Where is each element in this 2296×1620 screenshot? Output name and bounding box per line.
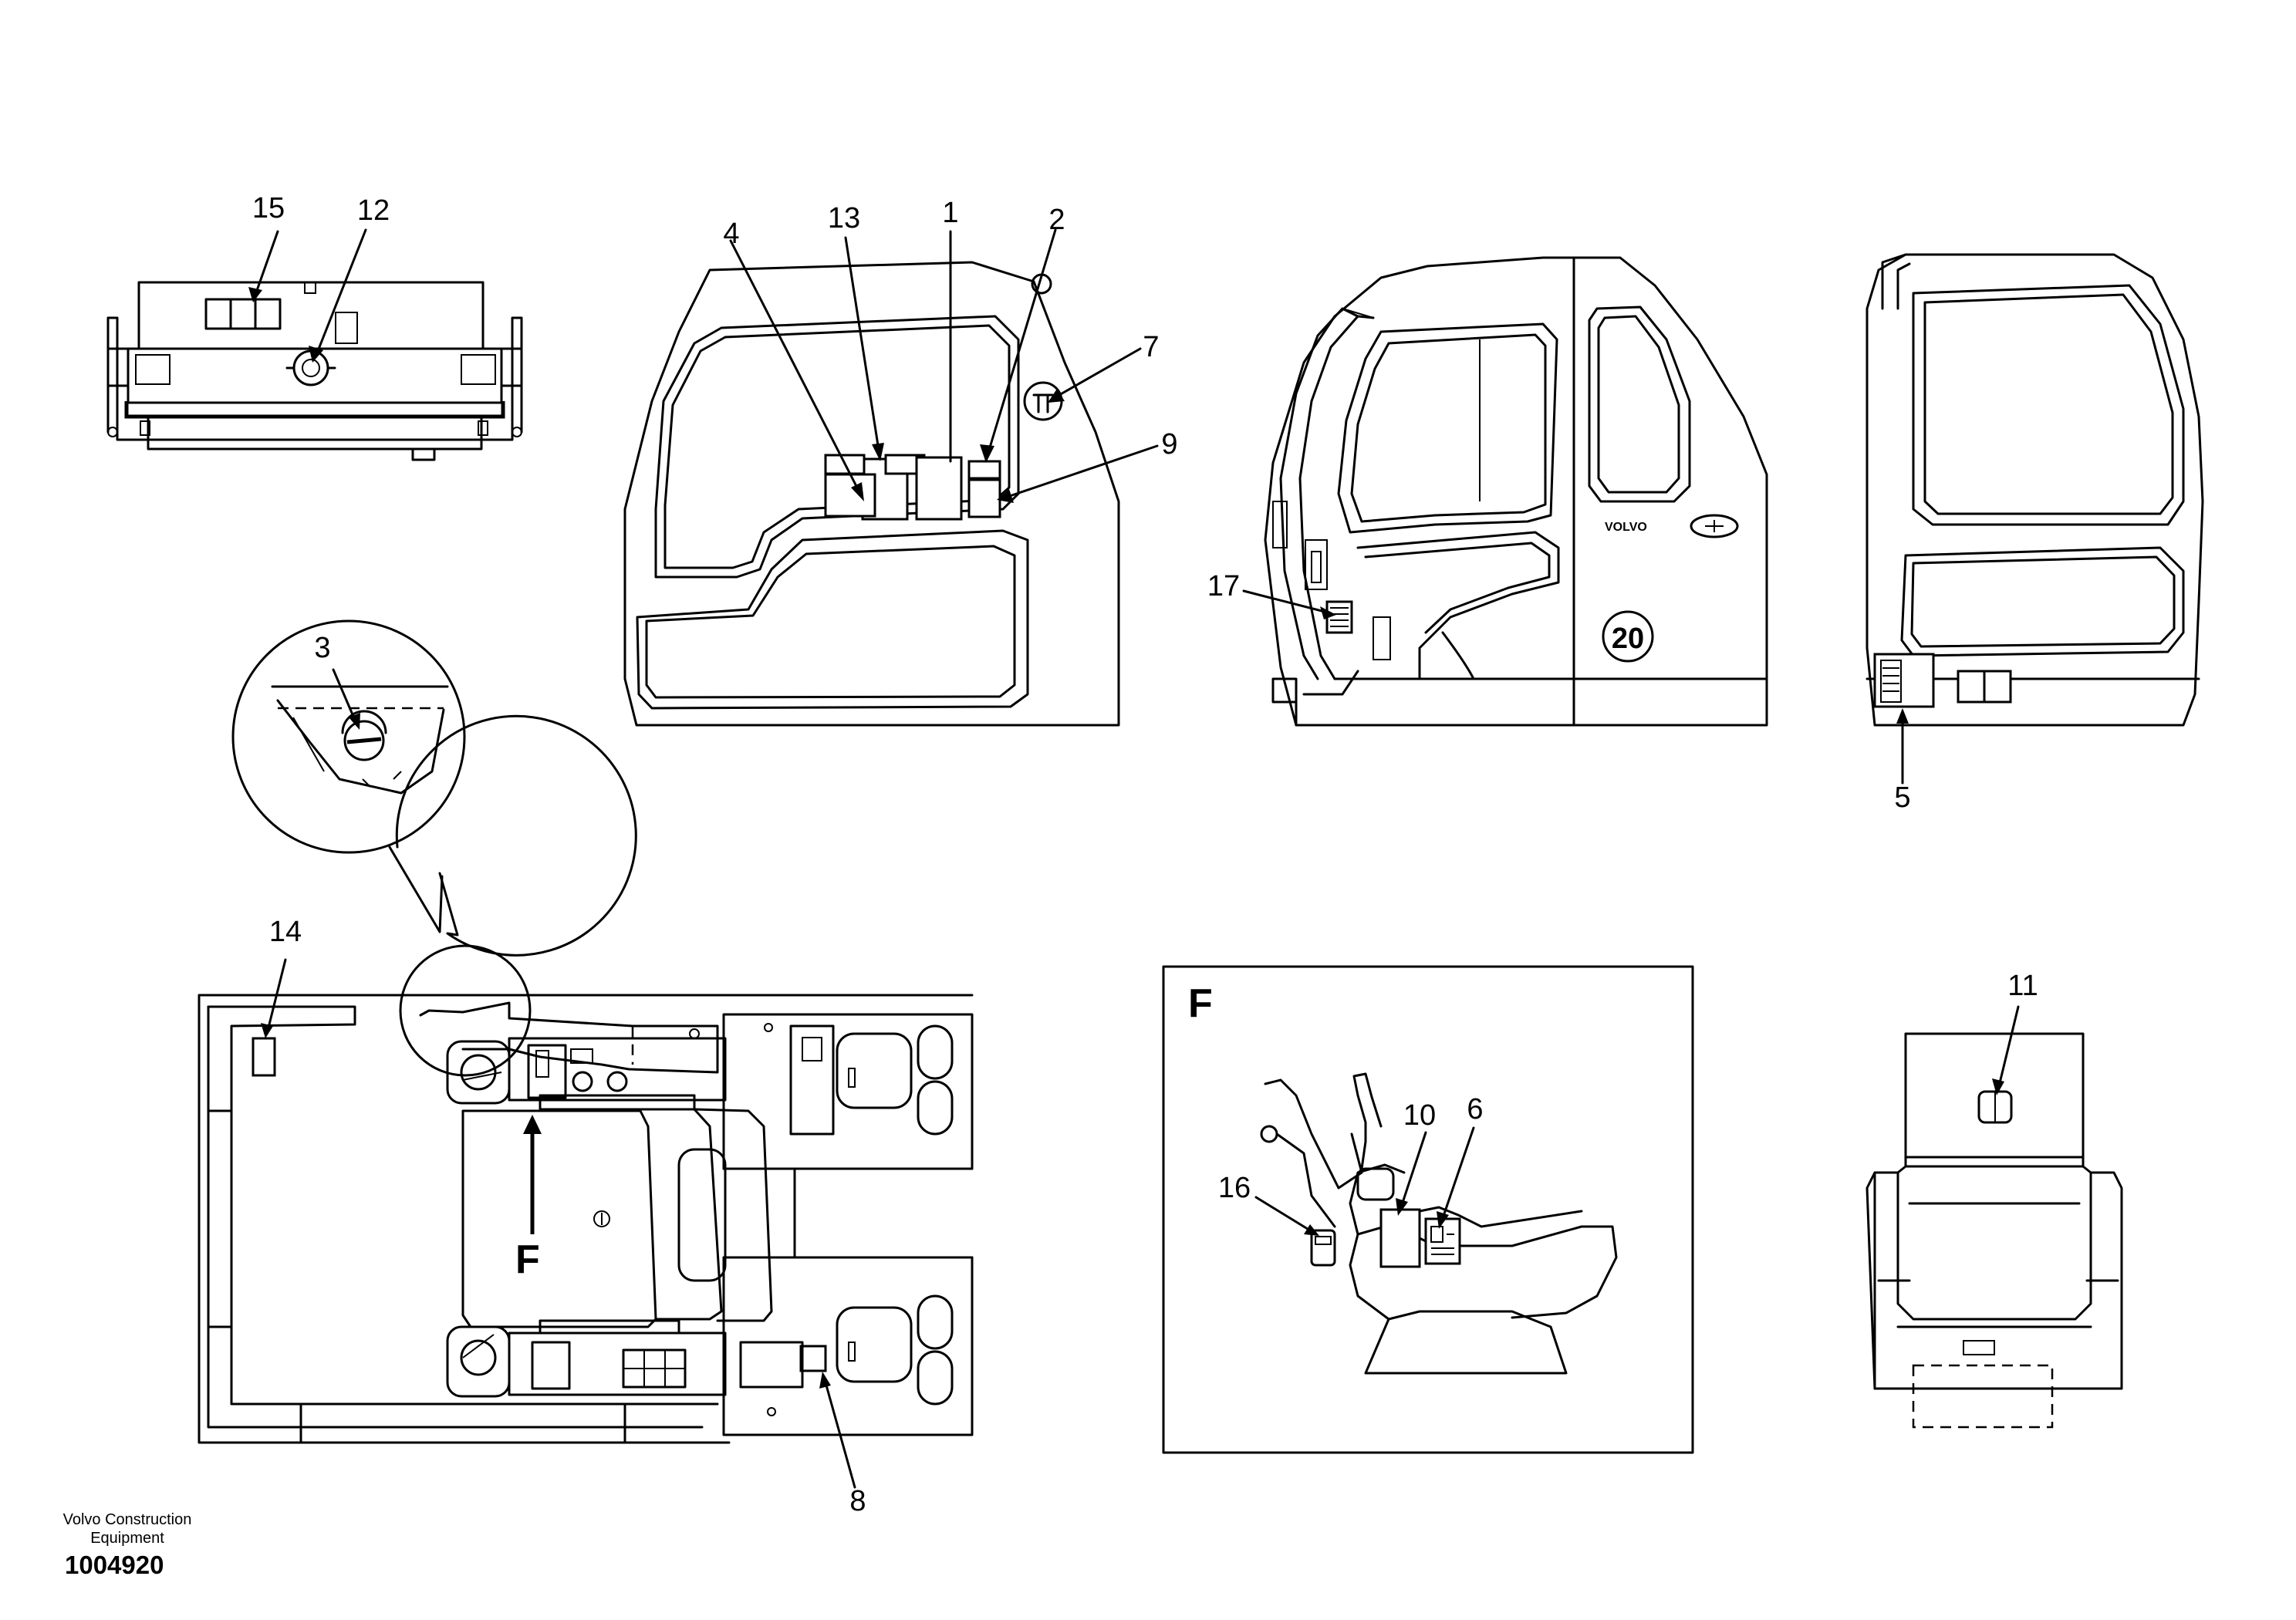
callout-1: 1 bbox=[942, 197, 958, 229]
magnified-detail-3 bbox=[231, 619, 637, 957]
callout-12: 12 bbox=[357, 194, 390, 227]
callout-6: 6 bbox=[1467, 1093, 1483, 1126]
callout-9: 9 bbox=[1161, 428, 1177, 461]
callout-numbers: 15 12 4 13 1 2 7 9 17 5 3 14 8 16 10 6 1… bbox=[252, 192, 2038, 1517]
footer-drawing-number: 1004920 bbox=[65, 1551, 164, 1579]
cab-number: 20 bbox=[1612, 623, 1644, 655]
callout-11: 11 bbox=[2007, 970, 2038, 1002]
callout-7: 7 bbox=[1143, 331, 1159, 363]
callout-3: 3 bbox=[314, 632, 330, 664]
cab-floor-plan-view: F bbox=[198, 944, 974, 1444]
callout-2: 2 bbox=[1048, 204, 1065, 236]
callout-4: 4 bbox=[723, 218, 739, 250]
callout-15: 15 bbox=[252, 192, 285, 224]
seat-back-view bbox=[1866, 1032, 2123, 1429]
detail-f-box: F bbox=[1162, 965, 1694, 1454]
footer-company-name: Volvo Construction Equipment bbox=[62, 1511, 192, 1547]
callout-14: 14 bbox=[269, 916, 302, 948]
callout-16: 16 bbox=[1218, 1172, 1251, 1204]
cab-interior-panel-view bbox=[623, 261, 1120, 727]
cab-rear-view bbox=[1866, 253, 2204, 727]
console-top-view bbox=[106, 281, 523, 461]
cab-number-badge: 20 bbox=[1612, 623, 1644, 655]
view-marker-f: F bbox=[515, 1237, 540, 1282]
cab-exterior-view: 20 VOLVO bbox=[1264, 256, 1768, 727]
cab-brand-text: VOLVO bbox=[1605, 521, 1647, 534]
leader-lines bbox=[248, 228, 2020, 1489]
callout-5: 5 bbox=[1894, 781, 1910, 814]
callout-8: 8 bbox=[849, 1485, 866, 1517]
detail-f-label: F bbox=[1188, 981, 1213, 1026]
callout-10: 10 bbox=[1403, 1099, 1436, 1132]
callout-13: 13 bbox=[828, 202, 860, 235]
callout-17: 17 bbox=[1207, 570, 1240, 602]
